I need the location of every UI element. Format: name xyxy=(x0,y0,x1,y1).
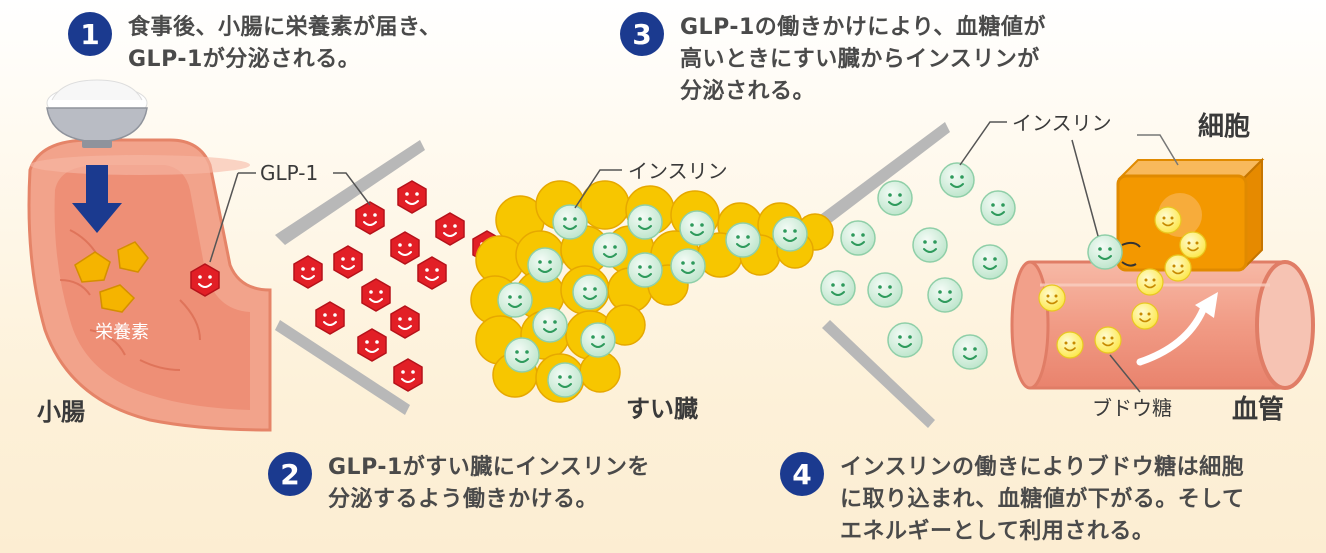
label-nutrients: 栄養素 xyxy=(95,322,149,343)
label-insulin-cell: インスリン xyxy=(1012,111,1112,135)
label-cell: 細胞 xyxy=(1198,111,1250,142)
glp1-hexagon-icon xyxy=(190,263,220,297)
step-3-number: 3 xyxy=(620,12,664,56)
step-4: 4 インスリンの働きによりブドウ糖は細胞 に取り込まれ、血糖値が下がる。そして … xyxy=(780,452,1245,548)
step-1: 1 食事後、小腸に栄養素が届き、 GLP-1が分泌される。 xyxy=(68,12,441,76)
step-2: 2 GLP-1がすい臓にインスリンを 分泌するよう働きかける。 xyxy=(268,452,650,516)
label-insulin-pancreas: インスリン xyxy=(628,159,728,183)
cone-line xyxy=(275,140,425,245)
step-3-text: GLP-1の働きかけにより、血糖値が 高いときにすい臓からインスリンが 分泌され… xyxy=(680,15,1046,104)
pancreas-illustration xyxy=(470,180,834,403)
step-1-number: 1 xyxy=(68,12,112,56)
label-small-intestine: 小腸 xyxy=(37,398,85,426)
step-2-text: GLP-1がすい臓にインスリンを 分泌するよう働きかける。 xyxy=(328,455,650,512)
label-glp1: GLP-1 xyxy=(260,161,318,185)
insulin-ball-icon xyxy=(1087,234,1123,270)
step-1-text: 食事後、小腸に栄養素が届き、 GLP-1が分泌される。 xyxy=(128,15,442,72)
cell-cube-icon xyxy=(1116,157,1265,272)
step-4-text: インスリンの働きによりブドウ糖は細胞 に取り込まれ、血糖値が下がる。そして エネ… xyxy=(840,455,1245,544)
label-pancreas: すい臓 xyxy=(626,395,698,423)
step-3: 3 GLP-1の働きかけにより、血糖値が 高いときにすい臓からインスリンが 分泌… xyxy=(620,12,1046,108)
curved-arrow-icon xyxy=(1136,292,1218,366)
label-blood-vessel: 血管 xyxy=(1232,395,1284,425)
cone-line xyxy=(275,320,410,415)
rice-bowl-icon xyxy=(46,79,148,148)
cone-line xyxy=(820,122,950,225)
small-intestine-illustration xyxy=(27,138,272,432)
step-4-number: 4 xyxy=(780,452,824,496)
step-2-number: 2 xyxy=(268,452,312,496)
down-arrow-icon xyxy=(72,165,122,233)
label-glucose: ブドウ糖 xyxy=(1092,396,1172,420)
cone-line xyxy=(822,320,935,428)
